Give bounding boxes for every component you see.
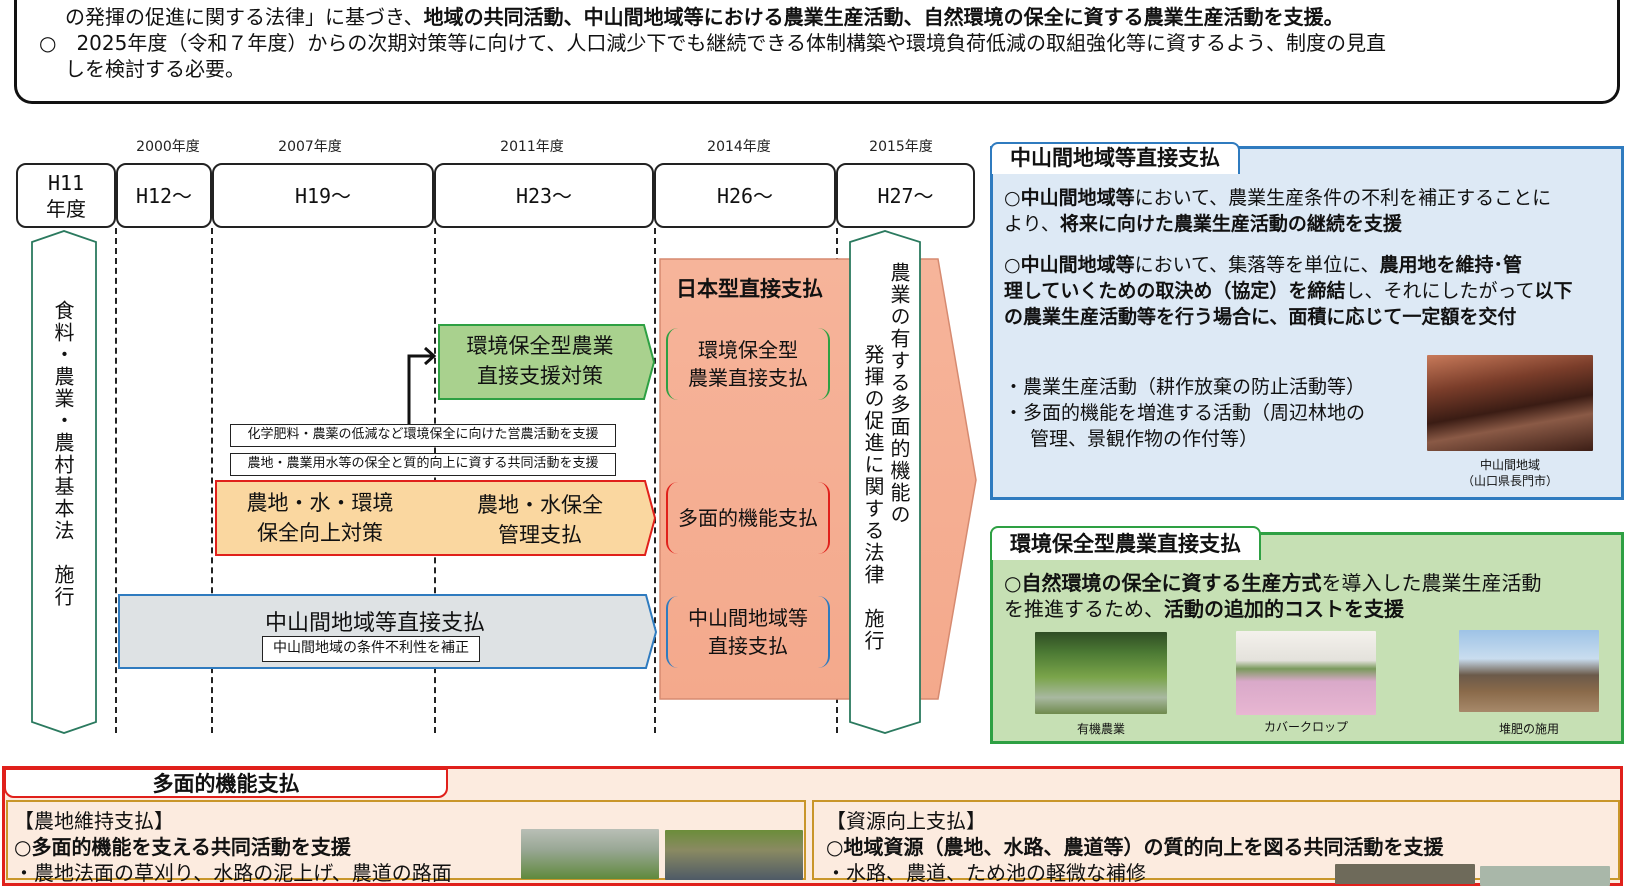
caption-compost: 堆肥の施用 [1498,722,1559,736]
panel-hilly-para2: ○中山間地域等において、集落等を単位に、農用地を維持･管 理していくための取決め… [1004,254,1573,328]
panel-env-para: ○自然環境の保全に資する生産方式を導入した農業生産活動 を推進するため、活動の追… [1004,571,1542,621]
water-program-shape [215,480,657,556]
era-h12: H12～ [116,163,212,228]
summary-line-1: の発揮の促進に関する法律」に基づき、地域の共同活動、中山間地域等における農業生産… [65,5,1344,29]
era-divider [115,228,117,733]
water-program-b-label: 農地・水保全 管理支払 [477,493,603,547]
era-divider [654,228,656,733]
fiscal-year-2007: 2007年度 [278,139,342,155]
panel-hilly-para1: ○中山間地域等において、農業生産条件の不利を補正することに より、将来に向けた農… [1004,187,1552,235]
resource-improvement-summary: ○地域資源（農地、水路、農道等）の質的向上を図る共同活動を支援 [826,835,1444,859]
japan-direct-title: 日本型直接支払 [676,277,823,301]
panel-multifunction-tab: 多面的機能支払 [4,768,448,798]
hilly-program-label: 中山間地域等直接支払 [264,611,485,636]
photo-organic-farming [1035,632,1167,714]
photo-cover-crop [1236,631,1376,715]
resource-improvement-partial: ・水路、農道、ため池の軽微な補修 [826,861,1146,885]
era-h19: H19～ [212,163,434,228]
env-program-label: 環境保全型農業 直接支援対策 [466,334,614,388]
photo-farmland-2 [665,830,803,880]
multifunction-law-label-col2: 発揮の促進に関する法律 施行 [861,344,885,652]
fiscal-year-2011: 2011年度 [500,139,564,155]
photo-farmland-1 [521,829,659,879]
multifunction-law-arrow-shape [849,230,921,734]
note-water-support: 農地・農業用水等の保全と質的向上に資する共同活動を支援 [230,453,616,476]
photo-terraced-caption: 中山間地域 （山口県長門市） [1461,458,1558,488]
hilly-program-shape [118,594,658,669]
japan-direct-env: 環境保全型農業直接支払 [666,328,830,400]
era-h23: H23～ [434,163,654,228]
farmland-maintenance-heading: 【農地維持支払】 [14,809,174,833]
hilly-program-note: 中山間地域の条件不利性を補正 [262,636,480,662]
basic-law-label: 食料・農業・農村基本法 施行 [51,300,75,608]
summary-box: の発揮の促進に関する法律」に基づき、地域の共同活動、中山間地域等における農業生産… [14,0,1620,104]
note-env-support: 化学肥料・農薬の低減など環境保全に向けた営農活動を支援 [230,424,616,447]
summary-line-2: ○ 2025年度（令和７年度）からの次期対策等に向けて、人口減少下でも継続できる… [39,31,1386,55]
era-h11: H11 年度 [16,163,116,228]
photo-resource-1 [1335,864,1475,884]
caption-organic-farming: 有機農業 [1076,722,1125,736]
era-divider [211,228,213,733]
farmland-maintenance-summary: ○多面的機能を支える共同活動を支援 [14,835,351,859]
fiscal-year-2014: 2014年度 [707,139,771,155]
caption-cover-crop: カバークロップ [1263,720,1348,734]
basic-law-arrow-shape [31,230,97,734]
multifunction-law-label-col1: 農業の有する多面的機能の [887,262,911,526]
env-program-shape [438,324,656,400]
era-h27: H27～ [836,163,975,228]
photo-compost-application [1459,630,1599,712]
panel-hilly-bullets: ・農業生産活動（耕作放棄の防止活動等） ・多面的機能を増進する活動（周辺林地の … [1004,376,1366,450]
panel-hilly-tab: 中山間地域等直接支払 [990,142,1240,174]
japan-direct-multi: 多面的機能支払 [666,482,830,554]
japan-direct-hilly: 中山間地域等直接支払 [666,596,830,668]
panel-env-tab: 環境保全型農業直接支払 [990,526,1261,560]
fiscal-year-2015: 2015年度 [869,139,933,155]
photo-terraced-fields [1427,355,1593,451]
resource-improvement-heading: 【資源向上支払】 [826,809,986,833]
elbow-arrow-icon [407,346,437,426]
era-h26: H26～ [654,163,836,228]
water-program-a-label: 農地・水・環境 保全向上対策 [246,491,394,545]
farmland-maintenance-partial: ・農地法面の草刈り、水路の泥上げ、農道の路面 [14,861,452,885]
fiscal-year-2000: 2000年度 [136,139,200,155]
summary-line-3: しを検討する必要。 [65,57,245,81]
photo-resource-2 [1480,866,1610,886]
